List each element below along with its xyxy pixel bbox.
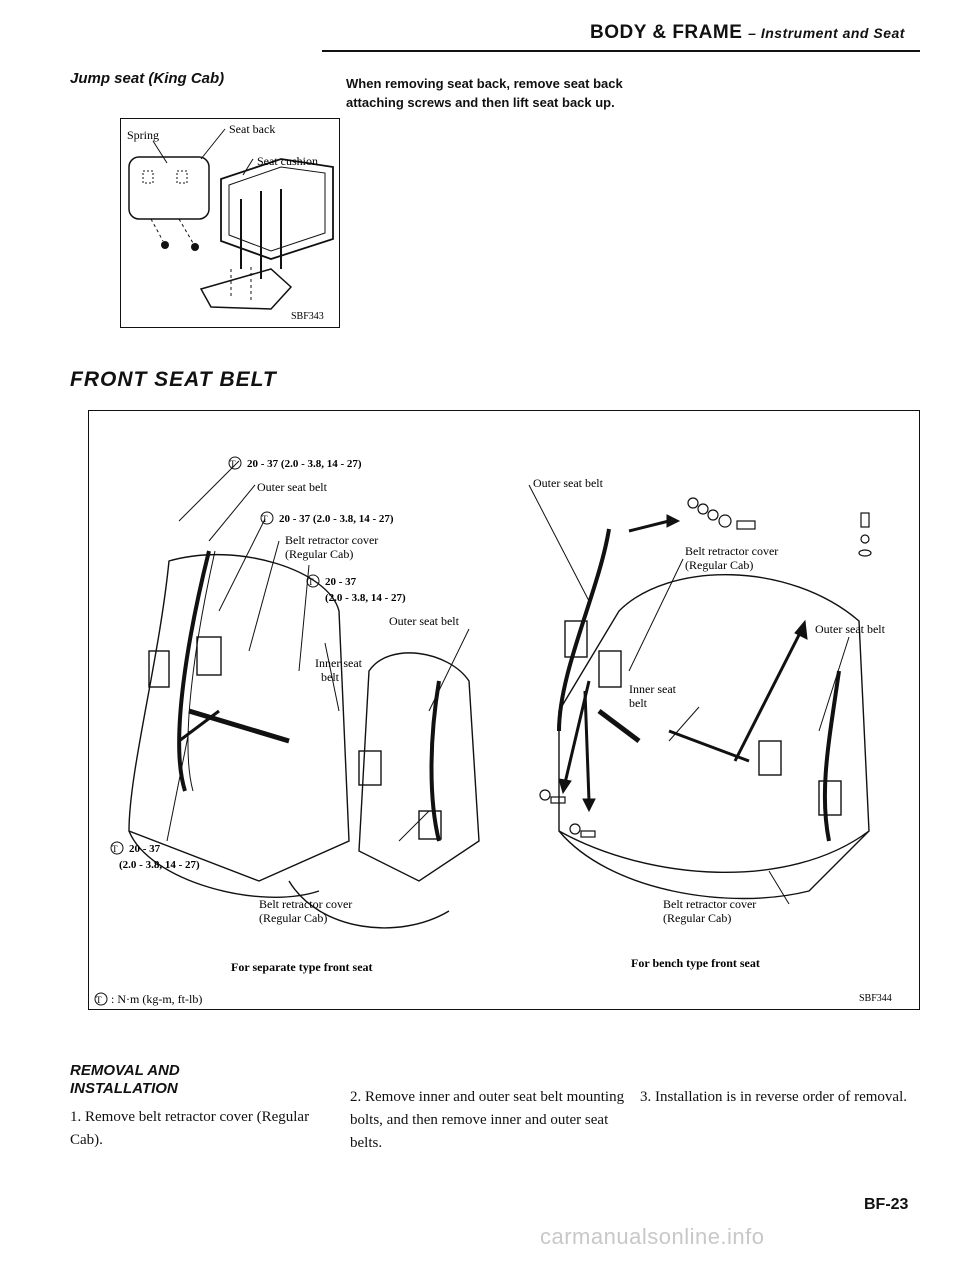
label-inner-seat: Inner seat bbox=[315, 656, 363, 670]
label-regular-cab-2: (Regular Cab) bbox=[259, 911, 327, 925]
front-seat-belt-figure: T 20 - 37 (2.0 - 3.8, 14 - 27) Outer sea… bbox=[88, 410, 920, 1010]
label-belt-retractor-cover: Belt retractor cover bbox=[285, 533, 378, 547]
torque-label-d-2: (2.0 - 3.8, 14 - 27) bbox=[119, 859, 200, 871]
watermark: carmanualsonline.info bbox=[540, 1224, 765, 1249]
section-title-front-seat-belt: FRONT SEAT BELT bbox=[70, 368, 277, 391]
header-title: BODY & FRAME bbox=[590, 22, 743, 43]
label-r-belt: belt bbox=[629, 696, 648, 710]
jump-seat-title: Jump seat (King Cab) bbox=[70, 70, 225, 87]
svg-text:T: T bbox=[230, 459, 236, 469]
seat-belt-illustration: T 20 - 37 (2.0 - 3.8, 14 - 27) Outer sea… bbox=[94, 456, 892, 1006]
jump-seat-illustration: Spring Seat back Seat cushion SBF343 bbox=[127, 122, 334, 322]
torque-label-d-1: 20 - 37 bbox=[129, 843, 161, 855]
svg-text:T: T bbox=[112, 844, 118, 854]
torque-label-c-1: 20 - 37 bbox=[325, 576, 357, 588]
header-rule bbox=[322, 50, 920, 52]
label-belt: belt bbox=[321, 670, 340, 684]
label-r-belt-retractor-cover-2: Belt retractor cover bbox=[663, 897, 756, 911]
step-1: 1. Remove belt retractor cover (Regular … bbox=[70, 1109, 310, 1148]
bench-seat-drawing bbox=[557, 528, 870, 900]
torque-marker-b: T 20 - 37 (2.0 - 3.8, 14 - 27) bbox=[260, 511, 394, 525]
jump-seat-note: When removing seat back, remove seat bac… bbox=[346, 76, 623, 110]
label-belt-retractor-cover-2: Belt retractor cover bbox=[259, 897, 352, 911]
caption-bench-seat: For bench type front seat bbox=[631, 956, 760, 970]
label-seat-back: Seat back bbox=[229, 122, 275, 136]
torque-label-b: 20 - 37 (2.0 - 3.8, 14 - 27) bbox=[279, 513, 394, 525]
caption-separate-seat: For separate type front seat bbox=[231, 960, 373, 974]
torque-marker-a: T 20 - 37 (2.0 - 3.8, 14 - 27) bbox=[228, 456, 362, 470]
svg-text:T: T bbox=[262, 514, 268, 524]
removal-title-line1: REMOVAL AND bbox=[70, 1062, 180, 1079]
page-number: BF-23 bbox=[864, 1196, 909, 1213]
torque-label-a: 20 - 37 (2.0 - 3.8, 14 - 27) bbox=[247, 458, 362, 470]
label-outer-seat-belt: Outer seat belt bbox=[257, 480, 328, 494]
step-3: 3. Installation is in reverse order of r… bbox=[640, 1089, 907, 1105]
label-r-regular-cab-2: (Regular Cab) bbox=[663, 911, 731, 925]
label-outer-seat-belt-2: Outer seat belt bbox=[389, 614, 460, 628]
svg-text:T: T bbox=[96, 995, 102, 1005]
svg-text:T: T bbox=[308, 577, 314, 587]
label-r-outer-seat-belt: Outer seat belt bbox=[533, 476, 604, 490]
separate-seat-drawing bbox=[128, 550, 480, 929]
torque-marker-c: T 20 - 37 (2.0 - 3.8, 14 - 27) bbox=[306, 574, 406, 604]
figure-code-sbf343: SBF343 bbox=[291, 311, 324, 322]
label-seat-cushion: Seat cushion bbox=[257, 154, 318, 168]
header-subtitle: – Instrument and Seat bbox=[748, 25, 905, 41]
page-header: BODY & FRAME – Instrument and Seat bbox=[590, 22, 905, 44]
removal-title: REMOVAL AND INSTALLATION bbox=[70, 1062, 180, 1098]
removal-title-line2: INSTALLATION bbox=[70, 1080, 178, 1097]
figure-code-sbf344: SBF344 bbox=[859, 993, 892, 1004]
label-spring: Spring bbox=[127, 128, 159, 142]
legend-text: : N·m (kg-m, ft-lb) bbox=[111, 992, 202, 1006]
label-r-outer-seat-belt-2: Outer seat belt bbox=[815, 622, 886, 636]
label-regular-cab: (Regular Cab) bbox=[285, 547, 353, 561]
label-r-belt-retractor-cover: Belt retractor cover bbox=[685, 544, 778, 558]
label-r-regular-cab: (Regular Cab) bbox=[685, 558, 753, 572]
torque-marker-d: T 20 - 37 (2.0 - 3.8, 14 - 27) bbox=[110, 841, 200, 871]
torque-legend: T : N·m (kg-m, ft-lb) bbox=[94, 992, 202, 1006]
jump-seat-figure: Spring Seat back Seat cushion SBF343 bbox=[120, 118, 340, 328]
torque-label-c-2: (2.0 - 3.8, 14 - 27) bbox=[325, 592, 406, 604]
step-2: 2. Remove inner and outer seat belt moun… bbox=[350, 1089, 625, 1151]
label-r-inner-seat: Inner seat bbox=[629, 682, 677, 696]
